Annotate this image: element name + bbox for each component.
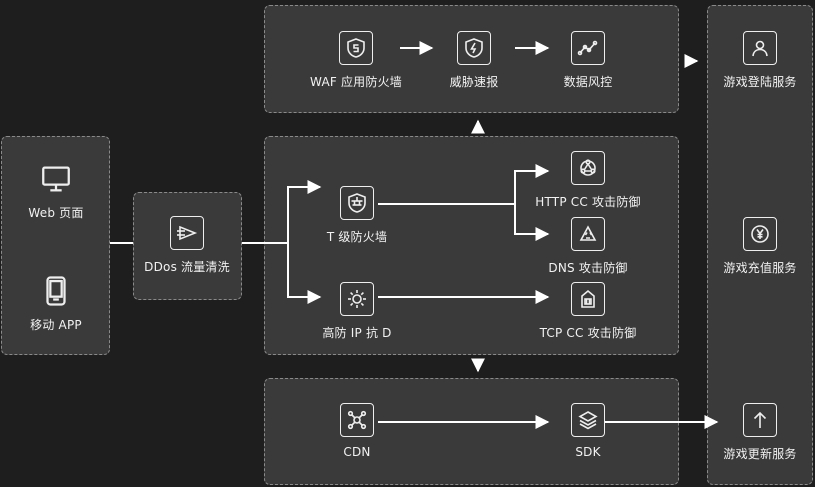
network-shield-icon [571,151,605,185]
dns-attack-label: DNS 攻击防御 [548,261,628,275]
delivery-panel [264,378,679,485]
waf-label: WAF 应用防火墙 [310,75,402,89]
data-risk-label: 数据风控 [563,75,613,89]
threat-intel-label: 威胁速报 [449,75,499,89]
game-update-label: 游戏更新服务 [723,447,797,461]
mobile-app-node: 移动 APP [6,272,106,333]
layers-icon [571,403,605,437]
traffic-filter-icon [170,216,204,250]
monitor-icon [37,160,75,198]
http-cc-node: HTTP CC 攻击防御 [523,151,653,210]
chip-router-icon [571,282,605,316]
t-firewall-node: T 级防火墙 [302,186,412,245]
upload-arrow-icon [743,403,777,437]
firewall-brick-icon [340,186,374,220]
sdk-label: SDK [575,445,601,459]
clients-panel [1,136,110,355]
game-update-node: 游戏更新服务 [707,403,813,462]
smartphone-icon [37,272,75,310]
waf-node: WAF 应用防火墙 [296,31,416,90]
network-hub-icon [340,403,374,437]
high-defense-ip-label: 高防 IP 抗 D [322,326,392,340]
tcp-cc-label: TCP CC 攻击防御 [539,326,637,340]
protection-panel [264,136,679,355]
yen-coin-icon [743,217,777,251]
game-recharge-label: 游戏充值服务 [723,261,797,275]
game-login-label: 游戏登陆服务 [723,75,797,89]
threat-intel-node: 威胁速报 [414,31,534,90]
web-page-node: Web 页面 [6,160,106,221]
web-page-label: Web 页面 [28,206,84,220]
mobile-app-label: 移动 APP [30,318,82,332]
dns-attack-node: DNS 攻击防御 [528,217,648,276]
ddos-node: DDos 流量清洗 [132,216,242,275]
game-services-panel [707,5,813,485]
line-graph-icon [571,31,605,65]
sdk-node: SDK [548,403,628,459]
sun-shield-icon [340,282,374,316]
cdn-node: CDN [317,403,397,459]
shield-bolt-icon [457,31,491,65]
ddos-label: DDos 流量清洗 [144,260,230,274]
game-login-node: 游戏登陆服务 [707,31,813,90]
user-icon [743,31,777,65]
http-cc-label: HTTP CC 攻击防御 [535,195,641,209]
tcp-cc-node: TCP CC 攻击防御 [523,282,653,341]
ddos-panel [133,192,242,300]
t-firewall-label: T 级防火墙 [326,230,388,244]
security-services-panel [264,5,679,113]
high-defense-ip-node: 高防 IP 抗 D [302,282,412,341]
cdn-label: CDN [343,445,371,459]
recycle-triangle-icon [571,217,605,251]
data-risk-node: 数据风控 [528,31,648,90]
game-recharge-node: 游戏充值服务 [707,217,813,276]
shield-s-icon [339,31,373,65]
